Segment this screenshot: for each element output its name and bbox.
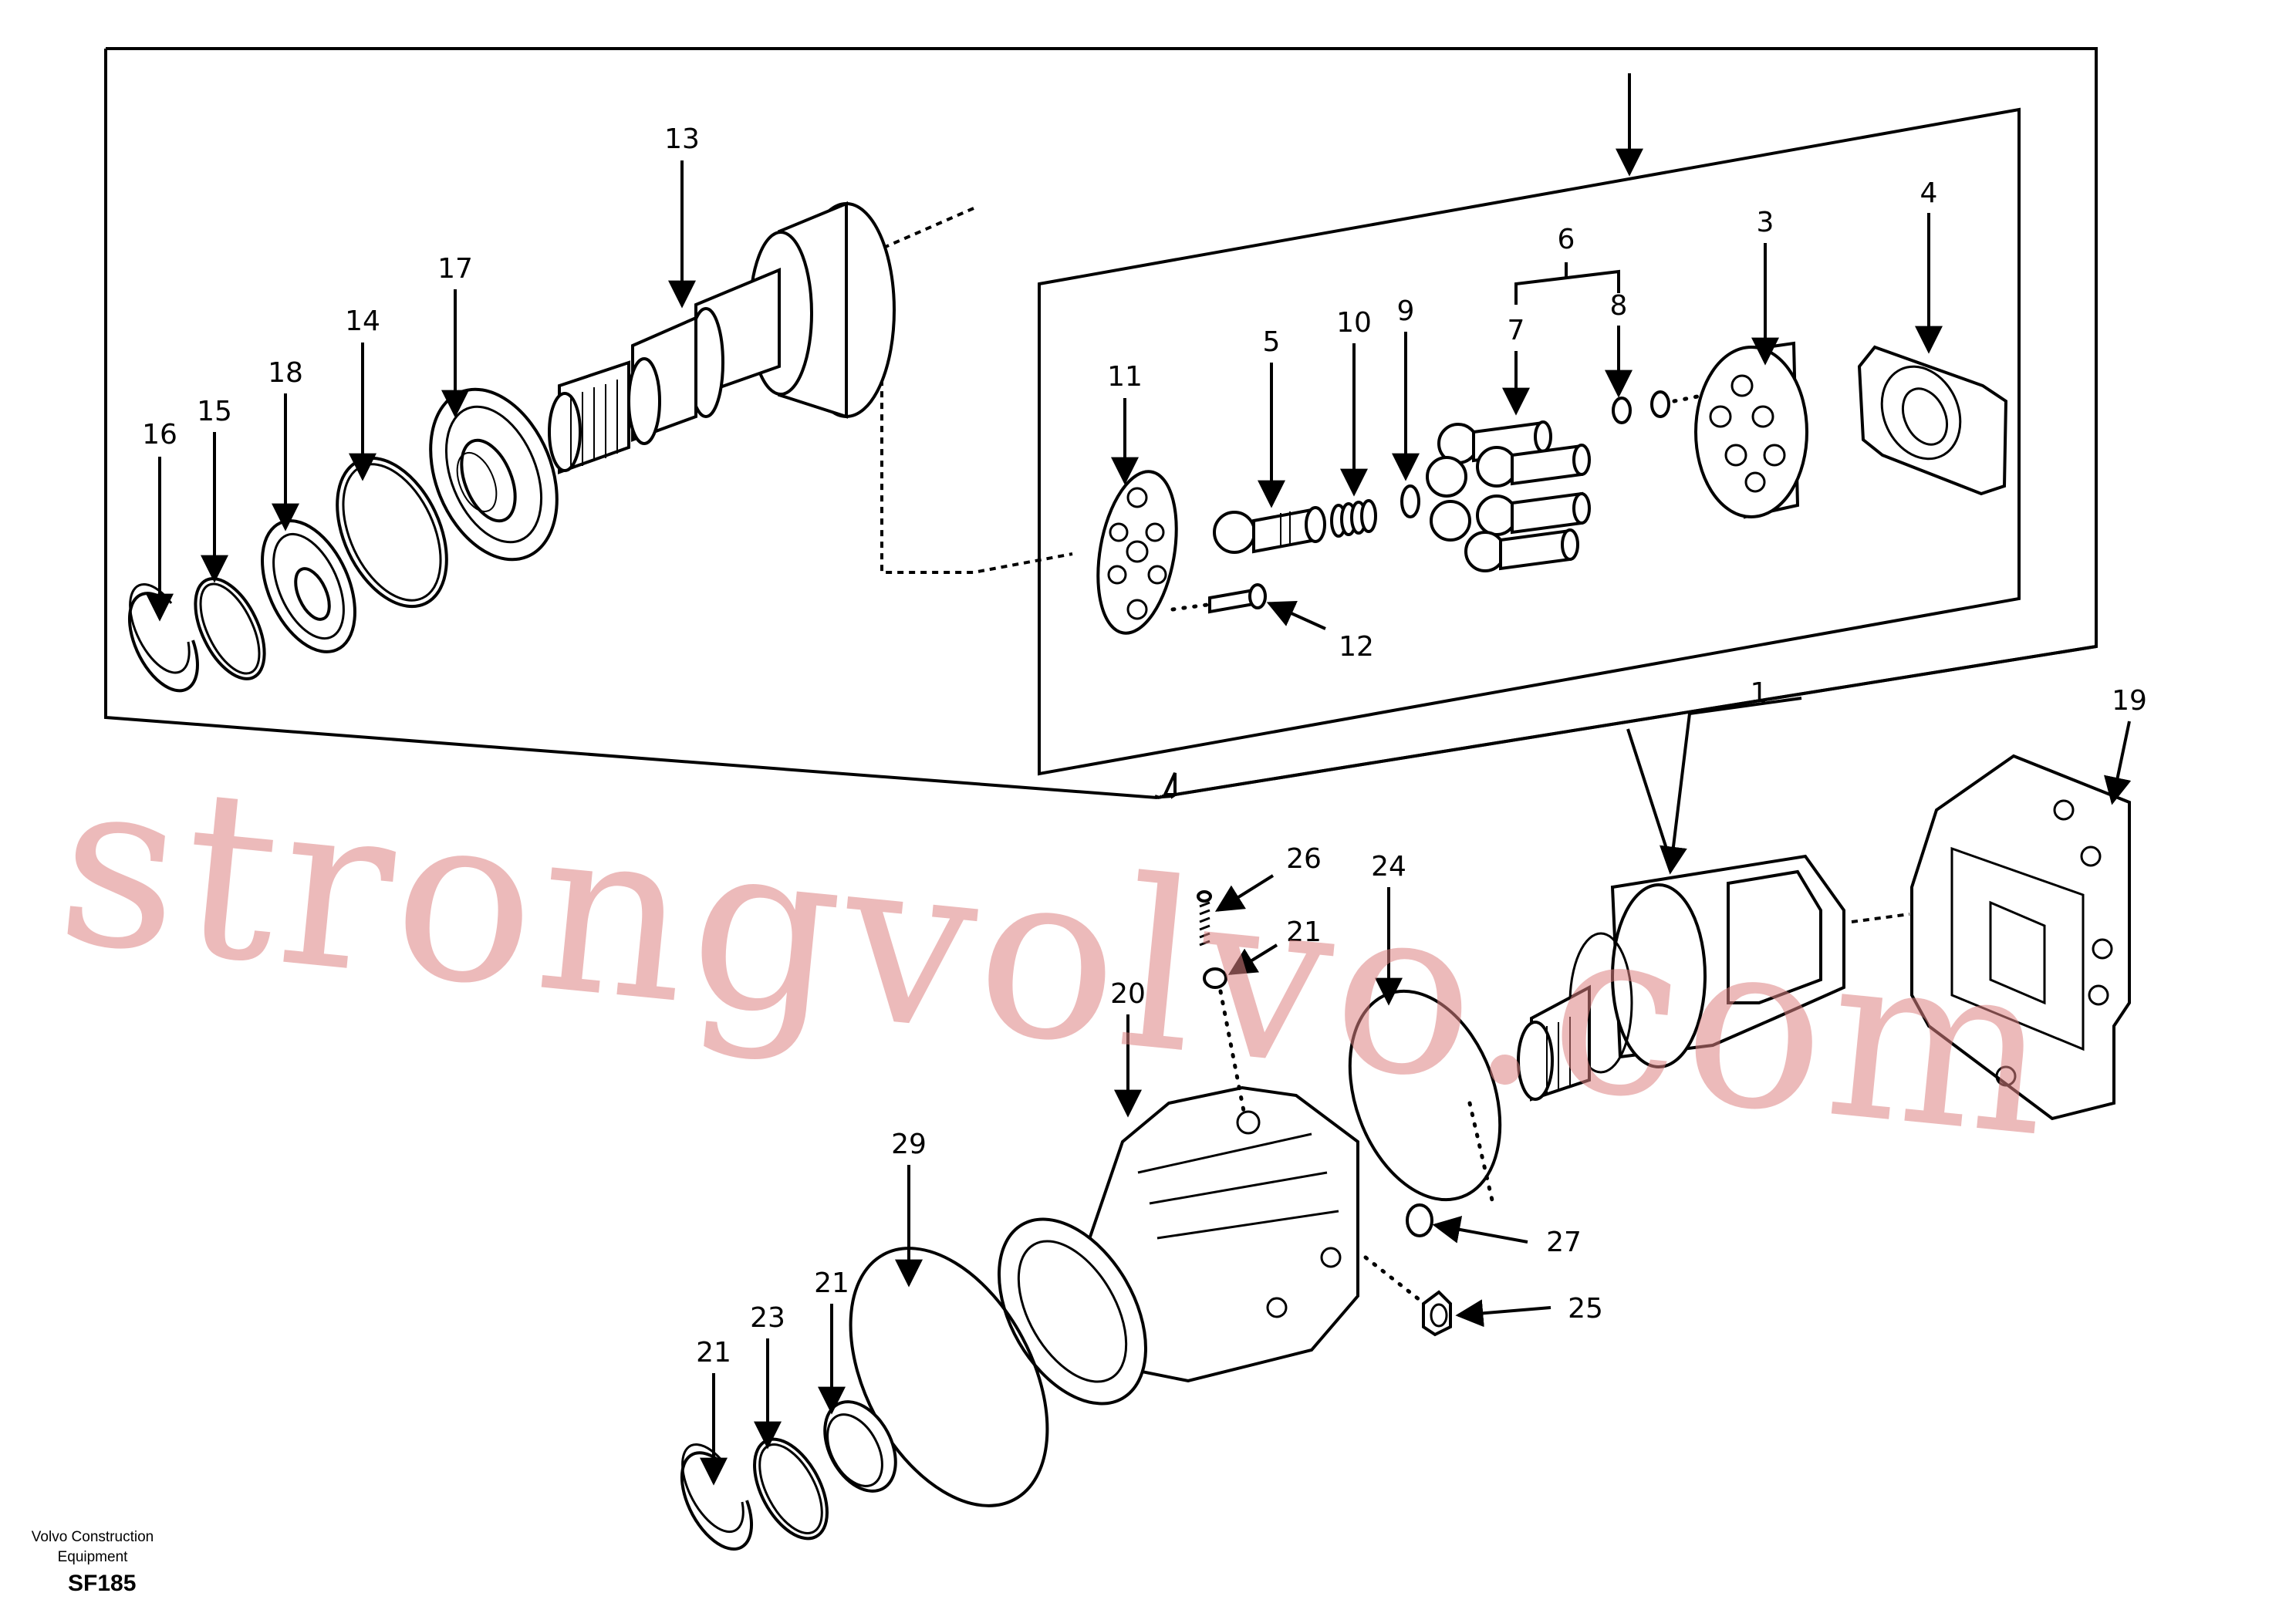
callout-23: 23 bbox=[750, 1302, 785, 1334]
callout-6: 6 bbox=[1558, 224, 1575, 255]
callout-24: 24 bbox=[1371, 851, 1406, 883]
bolt-12 bbox=[1208, 583, 1267, 614]
callout-21-lower: 21 bbox=[696, 1337, 731, 1369]
plug-25 bbox=[1422, 1290, 1452, 1337]
callout-19: 19 bbox=[2112, 685, 2147, 717]
callout-3: 3 bbox=[1757, 207, 1774, 238]
snapring-21-lower bbox=[680, 1443, 754, 1551]
callout-15: 15 bbox=[197, 396, 232, 427]
callout-7: 7 bbox=[1508, 315, 1525, 346]
valve-plate-11 bbox=[1096, 470, 1178, 635]
callout-20: 20 bbox=[1110, 978, 1146, 1010]
housing-20 bbox=[998, 1085, 1359, 1406]
callout-10: 10 bbox=[1336, 307, 1372, 339]
callout-17: 17 bbox=[437, 253, 473, 285]
inner-frame bbox=[1038, 107, 2021, 776]
callout-26: 27 bbox=[1546, 1227, 1582, 1258]
outer-frame-bottom bbox=[1156, 645, 2097, 799]
outer-frame-left bbox=[104, 49, 1158, 799]
cylinder-block-3 bbox=[1694, 341, 1808, 519]
shaft-13 bbox=[548, 201, 896, 474]
manufacturer-line-2: Equipment bbox=[57, 1549, 128, 1565]
callout-5: 5 bbox=[1263, 326, 1281, 358]
callout-25: 25 bbox=[1568, 1293, 1603, 1325]
plug-21-upper bbox=[1203, 967, 1227, 989]
rotating-group-1 bbox=[1517, 854, 1845, 1102]
callout-9: 9 bbox=[1397, 295, 1415, 327]
callout-4: 4 bbox=[1920, 177, 1938, 209]
callout-18: 18 bbox=[268, 357, 303, 389]
oring-26 bbox=[1406, 1203, 1433, 1237]
spring-10 bbox=[1330, 499, 1377, 538]
manufacturer-line-1: Volvo Construction bbox=[31, 1529, 154, 1545]
snapring-16 bbox=[127, 582, 199, 693]
diagram-code: SF185 bbox=[68, 1571, 137, 1596]
callout-13: 13 bbox=[664, 123, 700, 155]
cover-19 bbox=[1910, 754, 2131, 1121]
manufacturer-label: Volvo Construction Equipment bbox=[15, 1527, 170, 1568]
callout-8: 8 bbox=[1610, 290, 1628, 322]
pistons-7 bbox=[1426, 420, 1591, 572]
center-pin-5 bbox=[1213, 506, 1326, 554]
callout-29: 29 bbox=[891, 1129, 927, 1160]
callout-11: 11 bbox=[1107, 361, 1143, 393]
callout-21-upper: 21 bbox=[1286, 916, 1322, 948]
callout-22: 21 bbox=[814, 1267, 849, 1299]
shoe-8 bbox=[1612, 390, 1670, 424]
callout-27: 26 bbox=[1286, 843, 1322, 875]
callout-16: 16 bbox=[142, 419, 177, 451]
callout-1: 1 bbox=[1751, 677, 1768, 709]
projection-line bbox=[880, 207, 1073, 574]
bearing-17 bbox=[429, 387, 559, 562]
callout-12: 12 bbox=[1339, 631, 1374, 663]
callout-14: 14 bbox=[345, 305, 380, 337]
swash-plate-4 bbox=[1857, 345, 2008, 496]
washer-9 bbox=[1400, 484, 1420, 518]
spring-27 bbox=[1197, 890, 1212, 947]
